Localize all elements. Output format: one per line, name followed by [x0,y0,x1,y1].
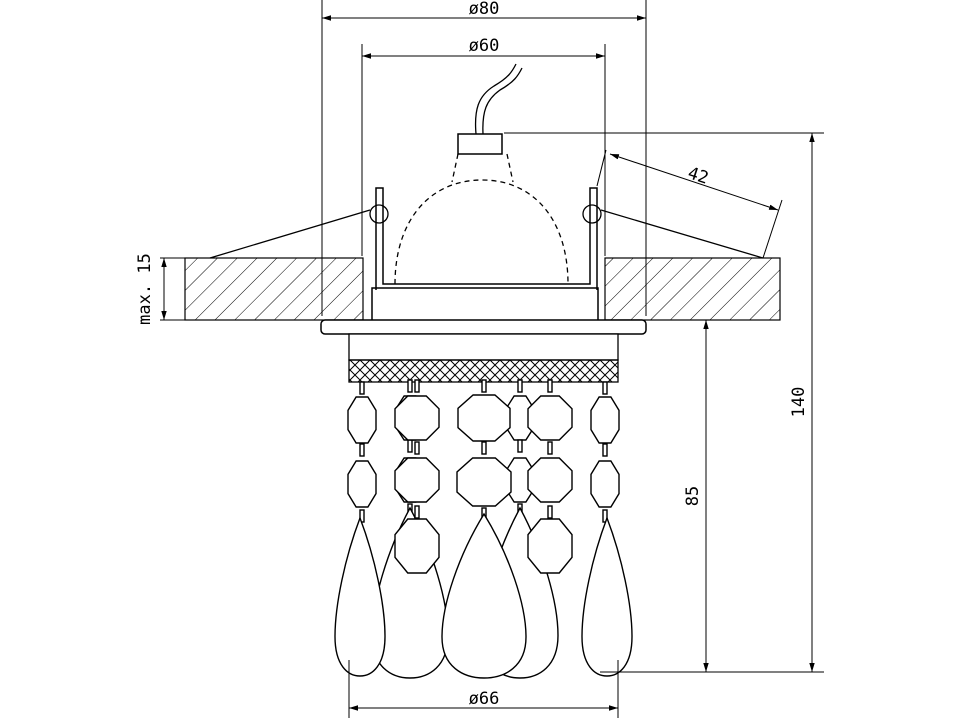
crystal-link [602,443,608,457]
crystal-octagon [590,460,620,508]
power-wire [474,63,523,135]
ceiling-left [184,257,364,321]
crystal-link [407,439,413,453]
dimension-lines [160,0,824,718]
crystal-link [414,441,420,455]
crystal-link [517,379,523,393]
crystal-drop [334,516,386,677]
crystal-link [547,441,553,455]
ceiling-right [604,257,781,321]
crystal-link [481,441,487,455]
dim-ceiling-thickness: max. 15 [135,253,155,325]
crystal-octagon [394,457,440,503]
crystal-link [359,381,365,395]
housing [371,187,599,320]
dim-inner-diameter: ø60 [469,36,500,56]
crystal-octagon [527,395,573,441]
crystal-link [414,505,420,519]
crystal-link [414,379,420,393]
crystal-octagon [527,518,573,574]
crystal-drop [581,516,633,677]
crystal-octagon [527,457,573,503]
crystal-link [517,439,523,453]
crystal-octagon [590,396,620,444]
dim-total-height: 140 [789,387,809,418]
flange [320,319,647,335]
crystal-link [359,443,365,457]
lamp-bulb [394,153,569,285]
crystal-link [547,505,553,519]
crystal-link [481,379,487,393]
crystal-link [407,379,413,393]
dim-outer-diameter: ø80 [469,0,500,19]
spring-clips [209,204,764,259]
crystal-octagon [347,396,377,444]
crystal-drop [441,512,527,679]
dim-angle-length: 42 [685,163,711,188]
crystal-octagon [394,395,440,441]
crystal-strands [334,379,633,679]
crystal-link [602,381,608,395]
crystal-link [547,379,553,393]
crystal-octagon [347,460,377,508]
crystal-octagon [457,394,511,442]
dim-pendant-diameter: ø66 [469,689,500,709]
crystal-octagon [456,457,512,507]
crystal-band [348,333,619,383]
dim-pendant-height: 85 [683,486,703,506]
lamp-socket [457,133,503,155]
crystal-octagon [394,518,440,574]
